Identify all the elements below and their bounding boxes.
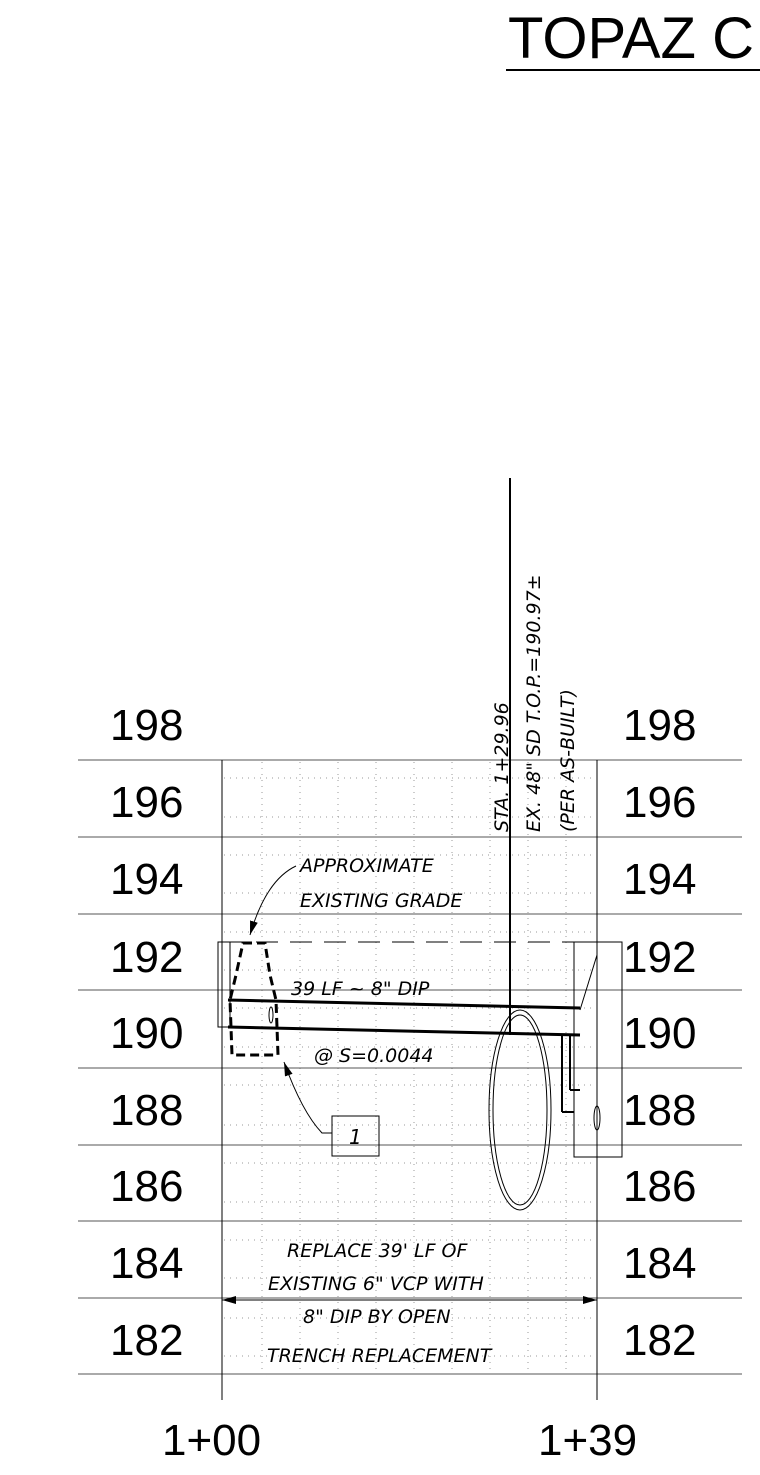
elevation-label: 194 <box>110 855 183 904</box>
elevation-label: 196 <box>623 778 696 827</box>
elevation-labels-left: 198 196 194 192 190 188 186 184 182 <box>110 701 183 1365</box>
storm-drain-inner <box>492 1014 548 1206</box>
elevation-label: 188 <box>623 1086 696 1135</box>
elevation-label: 190 <box>623 1009 696 1058</box>
elevation-label: 192 <box>623 933 696 982</box>
crossing-callout-station: STA. 1+29.96 <box>491 702 513 832</box>
station-label-end: 1+39 <box>538 1416 637 1465</box>
pipe-length-label: 39 LF ~ 8" DIP <box>291 978 430 1000</box>
crossing-callout-source: (PER AS-BUILT) <box>557 689 579 832</box>
storm-drain-outer <box>488 1009 552 1211</box>
elevation-label: 198 <box>110 701 183 750</box>
replacement-note-line3: 8" DIP BY OPEN <box>303 1306 451 1328</box>
elevation-label: 182 <box>623 1316 696 1365</box>
existing-grade-leader <box>249 865 297 936</box>
existing-grade-label-line2: EXISTING GRADE <box>300 890 462 912</box>
elevation-label: 186 <box>623 1162 696 1211</box>
existing-grade-label-line1: APPROXIMATE <box>298 855 434 877</box>
elevation-label: 196 <box>110 778 183 827</box>
pipe-crown-line <box>227 998 581 1010</box>
replacement-note-line1: REPLACE 39' LF OF <box>287 1240 469 1262</box>
elevation-labels-right: 198 196 194 192 190 188 186 184 182 <box>623 701 696 1365</box>
note-tag-leader <box>283 1061 332 1134</box>
note-tag-number: 1 <box>349 1125 362 1149</box>
station-label-start: 1+00 <box>162 1416 261 1465</box>
elevation-label: 186 <box>110 1162 183 1211</box>
elevation-label: 184 <box>623 1239 696 1288</box>
note-tag-box <box>331 1115 380 1157</box>
elevation-label: 188 <box>110 1086 183 1135</box>
replacement-note-line2: EXISTING 6" VCP WITH <box>268 1273 484 1295</box>
elevation-label: 190 <box>110 1009 183 1058</box>
replacement-note-line4: TRENCH REPLACEMENT <box>267 1345 493 1367</box>
elevation-label: 198 <box>623 701 696 750</box>
sheet-title: TOPAZ C <box>508 6 754 71</box>
elevation-label: 184 <box>110 1239 183 1288</box>
pipe-invert-line <box>227 1025 581 1037</box>
pipe-slope-label: @ S=0.0044 <box>314 1045 434 1067</box>
crossing-callout-storm-drain: EX. 48" SD T.O.P.=190.97± <box>523 574 545 832</box>
right-manhole <box>561 941 623 1158</box>
elevation-label: 182 <box>110 1316 183 1365</box>
elevation-label: 192 <box>110 933 183 982</box>
elevation-label: 194 <box>623 855 696 904</box>
left-manhole <box>217 941 280 1057</box>
